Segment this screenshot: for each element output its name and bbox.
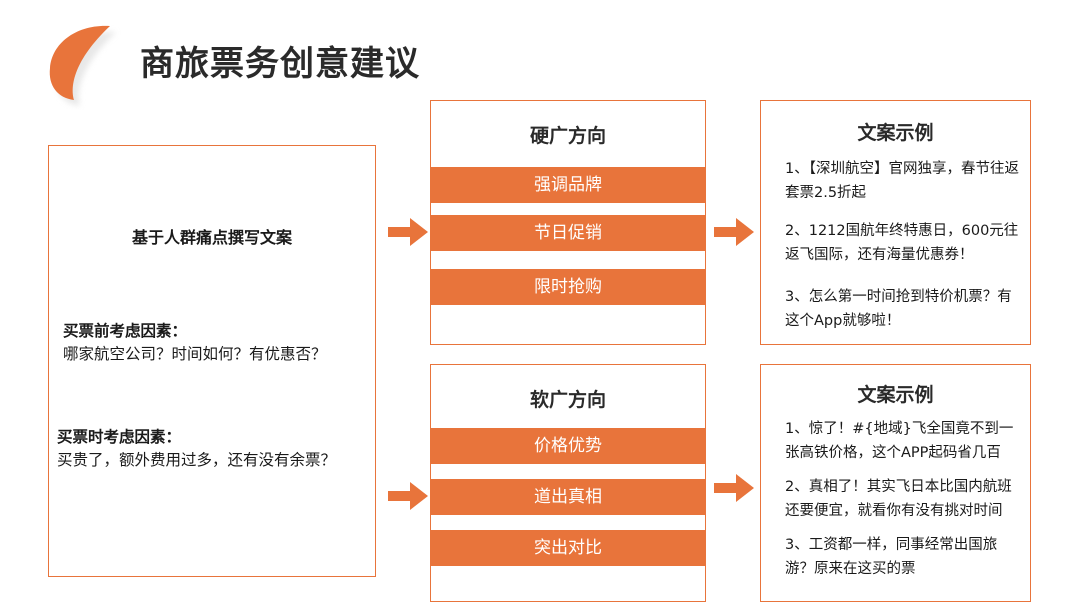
copy-examples-box-hard: 文案示例 1、【深圳航空】官网独享，春节往返套票2.5折起 2、1212国航年终… <box>760 100 1031 345</box>
before-purchase-text: 哪家航空公司？时间如何？有优惠否？ <box>63 345 327 363</box>
hard-ad-item: 节日促销 <box>431 215 705 251</box>
arrow-right-icon <box>714 218 754 246</box>
before-purchase-factors: 买票前考虑因素： 哪家航空公司？时间如何？有优惠否？ <box>63 320 327 366</box>
hard-ad-direction-box: 硬广方向 强调品牌 节日促销 限时抢购 <box>430 100 706 345</box>
example-item: 3、工资都一样，同事经常出国旅游？原来在这买的票 <box>785 537 998 577</box>
example-item: 2、真相了！其实飞日本比国内航班还要便宜，就看你有没有挑对时间 <box>785 479 1012 519</box>
example-item: 1、惊了！#{地域}飞全国竟不到一张高铁价格，这个APP起码省几百 <box>785 421 1014 461</box>
example-item: 3、怎么第一时间抢到特价机票？有这个App就够啦！ <box>785 289 1012 329</box>
examples-title: 文案示例 <box>857 384 934 406</box>
arrow-right-icon <box>388 482 428 510</box>
copy-examples-box-soft: 文案示例 1、惊了！#{地域}飞全国竟不到一张高铁价格，这个APP起码省几百 2… <box>760 364 1031 602</box>
soft-ad-item: 突出对比 <box>431 530 705 566</box>
soft-ad-item: 道出真相 <box>431 479 705 515</box>
during-purchase-factors: 买票时考虑因素： 买贵了，额外费用过多，还有没有余票？ <box>57 426 336 472</box>
before-purchase-label: 买票前考虑因素： <box>63 322 188 340</box>
example-item: 2、1212国航年终特惠日，600元往返飞国际，还有海量优惠券！ <box>785 223 1019 263</box>
slide-title: 商旅票务创意建议 <box>140 44 420 84</box>
panel-heading: 基于人群痛点撰写文案 <box>131 228 292 247</box>
arrow-right-icon <box>714 474 754 502</box>
during-purchase-text: 买贵了，额外费用过多，还有没有余票？ <box>57 451 337 469</box>
during-purchase-label: 买票时考虑因素： <box>57 428 182 446</box>
hard-ad-item: 限时抢购 <box>431 269 705 305</box>
hard-ad-title: 硬广方向 <box>529 125 606 147</box>
audience-pain-points-panel: 基于人群痛点撰写文案 买票前考虑因素： 哪家航空公司？时间如何？有优惠否？ 买票… <box>48 145 376 577</box>
orange-leaf-logo-icon <box>49 25 116 106</box>
soft-ad-item: 价格优势 <box>431 428 705 464</box>
soft-ad-direction-box: 软广方向 价格优势 道出真相 突出对比 <box>430 364 706 602</box>
examples-title: 文案示例 <box>857 122 934 144</box>
soft-ad-title: 软广方向 <box>529 389 606 411</box>
example-item: 1、【深圳航空】官网独享，春节往返套票2.5折起 <box>785 161 1019 201</box>
arrow-right-icon <box>388 218 428 246</box>
hard-ad-item: 强调品牌 <box>431 167 705 203</box>
